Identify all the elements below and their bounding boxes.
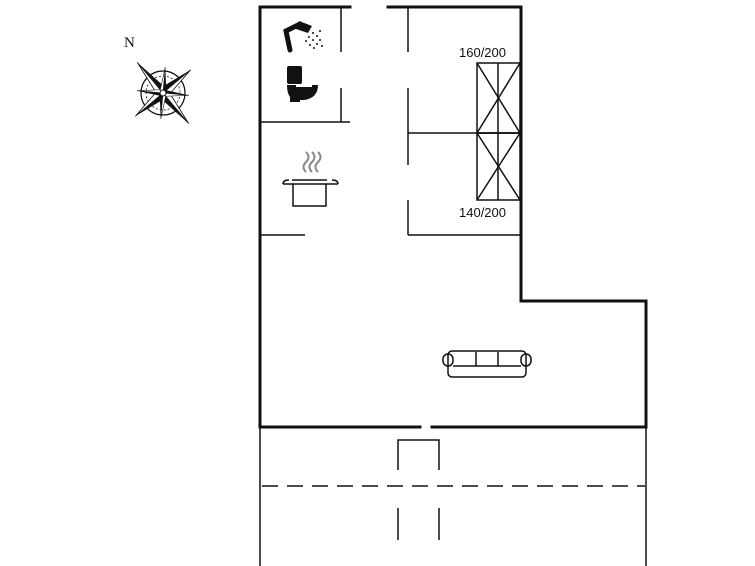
sofa-icon [442,350,532,378]
bed-top: 160/200 [459,45,521,134]
shower-icon [283,21,323,53]
bed-bottom: 140/200 [459,132,521,220]
bed-size-label-top: 160/200 [459,45,506,60]
compass-icon [135,62,191,124]
outer-walls [258,5,648,429]
compass-rose: N [124,35,191,124]
toilet-icon [287,66,318,102]
terrace [259,427,647,566]
north-label: N [124,35,135,51]
cooking-pot-icon [282,151,339,207]
interior-walls [260,7,521,236]
bed-size-label-bottom: 140/200 [459,205,506,220]
